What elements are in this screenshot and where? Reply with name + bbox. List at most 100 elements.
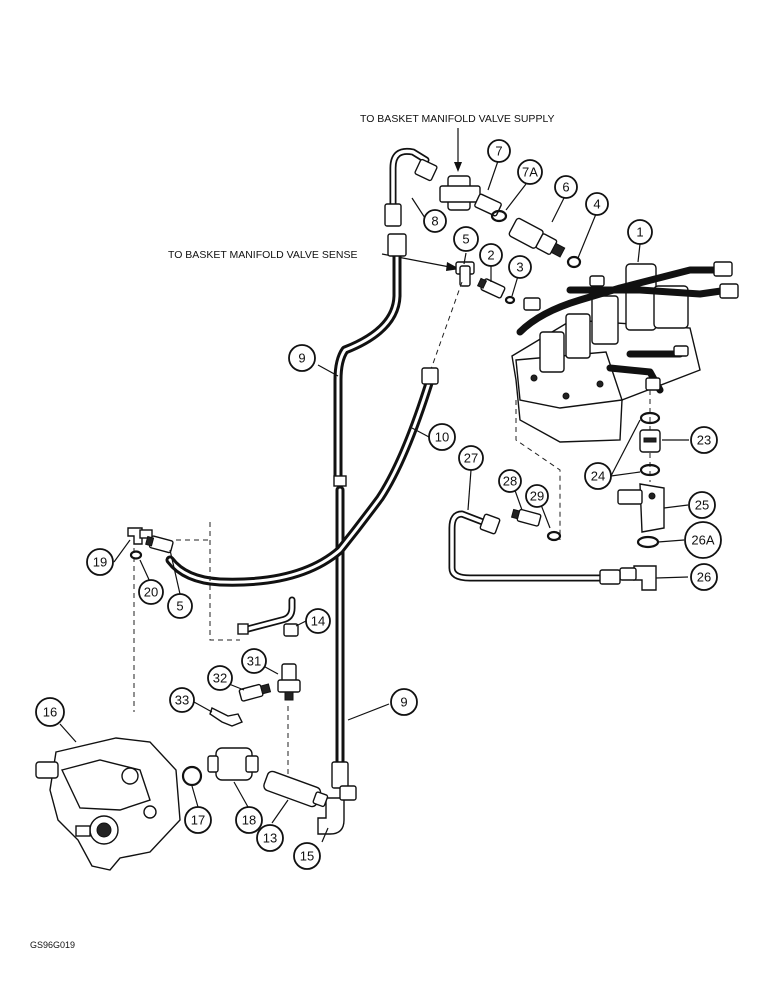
fitting-13 [263,770,329,808]
svg-text:19: 19 [93,555,107,570]
svg-text:17: 17 [191,813,205,828]
callout-13: 13 [256,824,284,852]
pump-16 [35,737,181,871]
callout-26: 26 [690,563,718,591]
callout-3: 3 [508,255,532,279]
callout-14: 14 [305,608,331,634]
o-ring-7a [490,209,508,223]
callout-8: 8 [423,209,447,233]
callout-26a: 26A [684,521,722,559]
callout-31: 31 [241,648,267,674]
svg-text:13: 13 [263,831,277,846]
callout-25: 25 [688,491,716,519]
callout-5-lower: 5 [167,593,193,619]
hose-10 [165,367,439,587]
callout-32: 32 [207,665,233,691]
o-ring-24-lower [639,463,661,477]
callout-24: 24 [584,462,612,490]
svg-text:29: 29 [530,489,544,504]
tube-14 [237,596,299,637]
figure-code: GS96G019 [30,940,75,950]
svg-text:24: 24 [591,469,605,484]
part-33 [209,707,243,727]
svg-text:2: 2 [487,248,494,263]
fitting-28 [510,508,542,527]
o-ring-4 [566,255,582,269]
svg-text:26A: 26A [691,533,714,548]
svg-text:10: 10 [435,430,449,445]
tube-8 [384,147,438,227]
elbow-fitting-19 [127,527,153,545]
sense-label: TO BASKET MANIFOLD VALVE SENSE [168,249,357,261]
tube-27 [448,510,621,585]
o-ring-29 [546,530,562,542]
fitting-2 [476,277,506,299]
o-ring-24-upper [639,411,661,425]
svg-text:20: 20 [144,585,158,600]
svg-text:5: 5 [176,599,183,614]
callout-20: 20 [138,579,164,605]
o-ring-20 [129,550,143,560]
callout-4: 4 [585,192,609,216]
svg-text:5: 5 [462,232,469,247]
svg-text:16: 16 [43,705,57,720]
callout-28: 28 [498,469,522,493]
callout-33: 33 [169,687,195,713]
svg-text:9: 9 [298,351,305,366]
callout-10: 10 [428,423,456,451]
svg-text:31: 31 [247,654,261,669]
svg-text:15: 15 [300,849,314,864]
svg-text:7A: 7A [522,165,538,180]
callout-5-upper: 5 [453,226,479,252]
svg-text:33: 33 [175,693,189,708]
svg-text:7: 7 [495,144,502,159]
hose-9 [331,233,407,789]
fitting-23 [639,429,661,453]
valve-25 [617,483,665,533]
valve-manifold-1 [511,261,739,443]
svg-text:8: 8 [431,214,438,229]
svg-text:9: 9 [400,695,407,710]
callout-15: 15 [293,842,321,870]
o-ring-17 [181,765,203,787]
callout-18: 18 [235,806,263,834]
callout-2: 2 [479,243,503,267]
tee-fitting-5-upper [455,261,475,287]
elbow-fitting-15 [317,785,357,835]
callout-19: 19 [86,548,114,576]
tee-fitting-7 [439,175,502,217]
svg-text:27: 27 [464,451,478,466]
svg-text:32: 32 [213,671,227,686]
fitting-32 [238,683,272,702]
adapter-18 [207,747,259,781]
svg-text:4: 4 [593,197,600,212]
svg-text:26: 26 [697,570,711,585]
svg-text:25: 25 [695,498,709,513]
callout-1: 1 [627,219,653,245]
fitting-31 [277,663,301,701]
callout-23: 23 [690,426,718,454]
callout-6: 6 [554,175,578,199]
svg-text:28: 28 [503,474,517,489]
fitting-6 [508,217,566,258]
callout-29: 29 [525,484,549,508]
callout-9-lower: 9 [390,688,418,716]
callout-7: 7 [487,139,511,163]
fitting-5-lower [145,535,174,554]
svg-text:23: 23 [697,433,711,448]
callout-17: 17 [184,806,212,834]
o-ring-3 [504,295,516,305]
svg-text:3: 3 [516,260,523,275]
svg-text:14: 14 [311,614,325,629]
o-ring-26a [636,535,660,549]
svg-text:6: 6 [562,180,569,195]
supply-label: TO BASKET MANIFOLD VALVE SUPPLY [360,113,555,125]
svg-text:1: 1 [636,225,643,240]
callout-7a: 7A [517,159,543,185]
svg-text:18: 18 [242,813,256,828]
callout-16: 16 [35,697,65,727]
elbow-fitting-26 [619,565,657,591]
callout-27: 27 [458,445,484,471]
callout-9-upper: 9 [288,344,316,372]
